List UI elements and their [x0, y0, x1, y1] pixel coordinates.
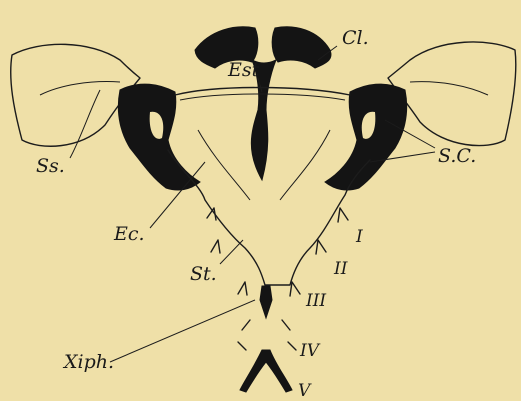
xiphisternum-upper [260, 286, 272, 318]
label-sc: S.C. [438, 145, 476, 167]
rib-mark-left-3 [238, 282, 247, 295]
xiphisternum-lower [240, 350, 292, 392]
rib-numeral-5: V [298, 381, 312, 401]
leader-xiph [110, 300, 255, 362]
xiphisternum-right-rib [282, 320, 296, 350]
rib-numeral-1: I [355, 227, 363, 247]
label-xiph: Xiph. [62, 351, 114, 373]
leader-st [220, 240, 243, 264]
label-est: Est [227, 59, 260, 81]
rib-numeral-4: IV [299, 341, 321, 361]
left-suprascapula-ridge [40, 82, 120, 95]
rib-mark-right-1 [338, 208, 348, 222]
right-suprascapula [388, 42, 516, 146]
label-ss: Ss. [36, 155, 65, 177]
rib-mark-left-2 [211, 240, 220, 253]
label-ec: Ec. [113, 223, 145, 245]
right-suprascapula-ridge [410, 82, 488, 95]
right-clavicle [272, 27, 331, 68]
rib-numeral-3: III [305, 291, 326, 311]
label-cl: Cl. [342, 27, 369, 49]
xiphisternum-left-rib [238, 320, 250, 350]
leader-ss [70, 90, 100, 158]
rib-mark-right-3 [290, 282, 300, 296]
rib-numeral-2: II [333, 259, 348, 279]
label-st: St. [190, 263, 217, 285]
sternum-inner-left [198, 130, 250, 200]
rib-mark-right-2 [316, 240, 326, 254]
sternum-inner-right [280, 130, 330, 200]
